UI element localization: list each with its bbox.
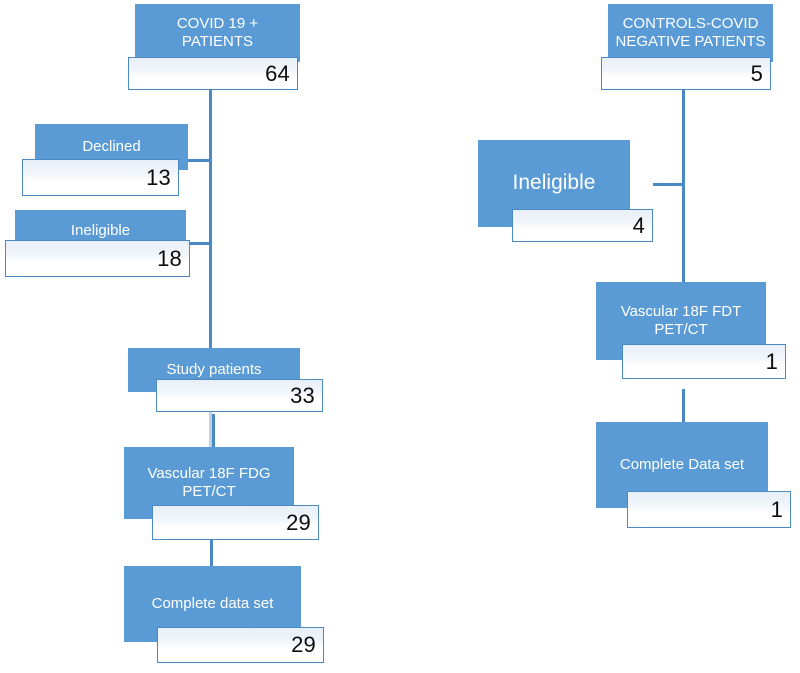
connector-study-to-vascular-stem <box>212 414 215 447</box>
node-vascular-pet-ct-left-value: 29 <box>152 505 319 540</box>
node-ineligible-right: Ineligible 4 <box>478 140 653 242</box>
connector-left-to-ineligible <box>180 242 211 245</box>
node-complete-data-set-right-value: 1 <box>627 491 791 528</box>
connector-left-to-declined <box>180 159 211 162</box>
connector-vascular-to-complete-right <box>682 389 685 422</box>
node-complete-data-set-left-value: 29 <box>157 627 324 663</box>
node-ineligible-left: Ineligible 18 <box>5 208 190 288</box>
connector-right-to-ineligible <box>653 183 684 186</box>
node-controls-covid-negative: CONTROLS-COVID NEGATIVE PATIENTS 5 <box>601 0 773 92</box>
node-covid-positive-patients-label: COVID 19 + PATIENTS <box>135 4 300 62</box>
node-controls-covid-negative-value: 5 <box>601 57 771 90</box>
node-declined-value: 13 <box>22 159 179 196</box>
node-ineligible-right-value: 4 <box>512 209 653 242</box>
connector-left-trunk <box>209 86 212 358</box>
node-vascular-pet-ct-right-value: 1 <box>622 344 786 379</box>
node-vascular-pet-ct-left: Vascular 18F FDG PET/CT 29 <box>124 447 319 542</box>
node-ineligible-left-value: 18 <box>5 240 190 277</box>
connector-study-to-vascular <box>209 411 212 447</box>
node-declined: Declined 13 <box>22 124 188 208</box>
node-controls-covid-negative-label: CONTROLS-COVID NEGATIVE PATIENTS <box>608 4 773 62</box>
node-vascular-pet-ct-right: Vascular 18F FDT PET/CT 1 <box>596 282 786 382</box>
node-covid-positive-patients-value: 64 <box>128 57 298 90</box>
connector-vascular-to-complete-left <box>210 536 213 566</box>
node-study-patients-value: 33 <box>156 379 323 412</box>
node-complete-data-set-left: Complete data set 29 <box>124 566 324 664</box>
node-study-patients: Study patients 33 <box>128 348 323 416</box>
node-complete-data-set-right: Complete Data set 1 <box>596 422 791 532</box>
node-covid-positive-patients: COVID 19 + PATIENTS 64 <box>128 0 300 92</box>
